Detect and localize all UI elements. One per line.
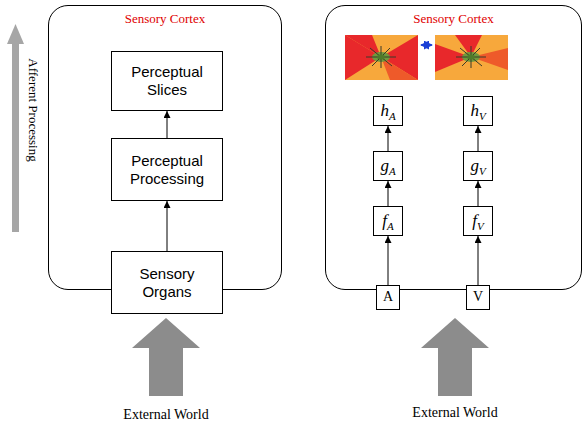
box-label: V (477, 220, 484, 232)
connector-arrow (478, 126, 479, 151)
box-label: h (470, 101, 479, 120)
connector-arrow (388, 236, 389, 285)
process-box: Perceptual Processing (111, 138, 223, 201)
input-label: External World (123, 407, 208, 423)
panel-title: Sensory Cortex (49, 11, 281, 27)
input-box: V (466, 285, 490, 310)
connector-arrow (167, 201, 168, 251)
box-label: V (473, 289, 483, 304)
box-text-group: Perceptual Slices (122, 63, 212, 99)
input-arrow (421, 318, 489, 396)
box-label: g (470, 156, 479, 175)
box-text-group: fA (382, 211, 393, 231)
box-label: A (389, 165, 396, 177)
connector-arrow (388, 126, 389, 151)
axis-label: Afferent Processing (25, 58, 41, 161)
box-label: A (387, 220, 394, 232)
connector-arrow (478, 181, 479, 206)
connector-arrow (167, 111, 168, 138)
box-text-group: fV (472, 211, 483, 231)
process-box: Perceptual Slices (111, 51, 223, 111)
box-text-group: gA (380, 156, 395, 176)
perceptual-slice-image (435, 35, 508, 80)
process-box: Sensory Organs (111, 251, 223, 314)
box-label: g (380, 156, 389, 175)
box-label: A (383, 289, 393, 304)
correspondence-arrow (421, 44, 432, 46)
input-label: External World (412, 405, 497, 421)
function-box: fV (463, 206, 493, 236)
box-label: V (479, 165, 486, 177)
panel-title: Sensory Cortex (326, 11, 581, 27)
cortex-panel: Sensory CortexhAgAfAhVgVfVAV (325, 5, 582, 290)
function-box: hV (463, 96, 493, 126)
box-label: f (382, 211, 387, 230)
box-label: h (380, 101, 389, 120)
connector-arrow (478, 236, 479, 285)
box-label: Perceptual Slices (131, 63, 203, 98)
function-box: hA (373, 96, 403, 126)
box-label: Sensory Organs (139, 265, 194, 300)
afferent-arrow (7, 24, 24, 232)
box-text-group: hV (470, 101, 485, 121)
box-text-group: V (473, 289, 483, 306)
function-box: gV (463, 151, 493, 181)
box-text-group: hA (380, 101, 395, 121)
box-text-group: A (383, 289, 393, 306)
input-box: A (376, 285, 400, 310)
box-label: Perceptual Processing (130, 152, 204, 187)
box-text-group: Sensory Organs (122, 265, 212, 301)
box-label: V (479, 110, 486, 122)
input-arrow (132, 318, 200, 396)
function-box: gA (373, 151, 403, 181)
box-text-group: Perceptual Processing (122, 152, 212, 188)
box-text-group: gV (470, 156, 485, 176)
function-box: fA (373, 206, 403, 236)
connector-arrow (388, 181, 389, 206)
cortex-panel: Sensory CortexPerceptual SlicesPerceptua… (48, 5, 282, 290)
perceptual-slice-image (345, 35, 418, 80)
box-label: f (472, 211, 477, 230)
box-label: A (389, 110, 396, 122)
